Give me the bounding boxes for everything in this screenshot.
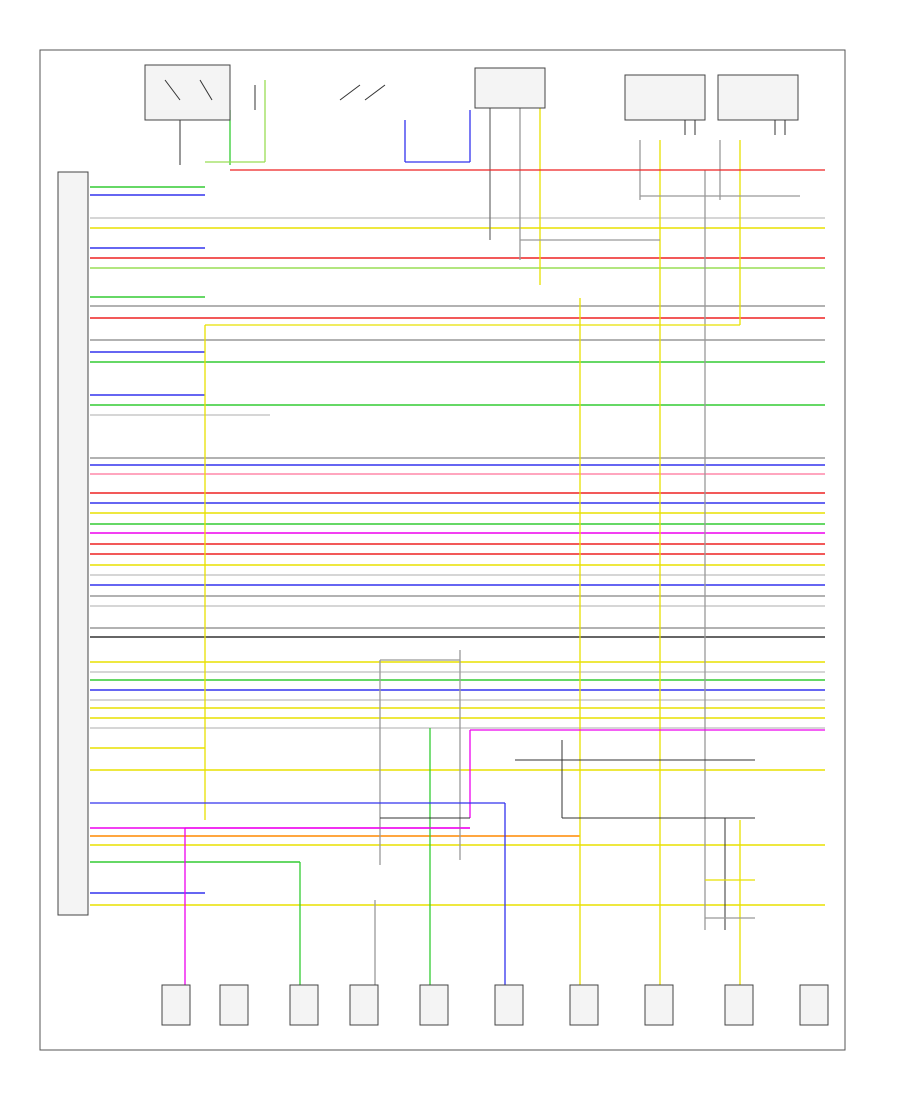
top-oxygen-sensor-1 bbox=[624, 74, 706, 135]
pin-number-column bbox=[92, 186, 96, 906]
wire-runs bbox=[90, 186, 825, 906]
component-box bbox=[219, 984, 249, 1026]
diagram-frame bbox=[39, 49, 846, 1051]
bottom-component bbox=[799, 984, 829, 1026]
top-oxygen-sensor-2 bbox=[717, 74, 799, 135]
bottom-component bbox=[494, 984, 524, 1026]
top-switch bbox=[339, 84, 386, 101]
bottom-components bbox=[161, 984, 829, 1026]
component-box bbox=[569, 984, 599, 1026]
top-components bbox=[144, 64, 799, 135]
bottom-component bbox=[161, 984, 191, 1026]
component-box bbox=[289, 984, 319, 1026]
component-box bbox=[419, 984, 449, 1026]
bottom-component bbox=[644, 984, 674, 1026]
bottom-component bbox=[724, 984, 754, 1026]
bottom-component bbox=[219, 984, 249, 1026]
bottom-component bbox=[569, 984, 599, 1026]
bottom-component bbox=[349, 984, 379, 1026]
component-box bbox=[724, 984, 754, 1026]
component-box bbox=[161, 984, 191, 1026]
component-box bbox=[494, 984, 524, 1026]
bottom-component bbox=[419, 984, 449, 1026]
component-box bbox=[349, 984, 379, 1026]
component-box bbox=[799, 984, 829, 1026]
top-relay bbox=[144, 64, 231, 121]
ecm-connector bbox=[57, 171, 89, 916]
top-connector bbox=[474, 67, 546, 109]
connector-segments bbox=[90, 161, 825, 919]
component-box bbox=[644, 984, 674, 1026]
bottom-component bbox=[289, 984, 319, 1026]
